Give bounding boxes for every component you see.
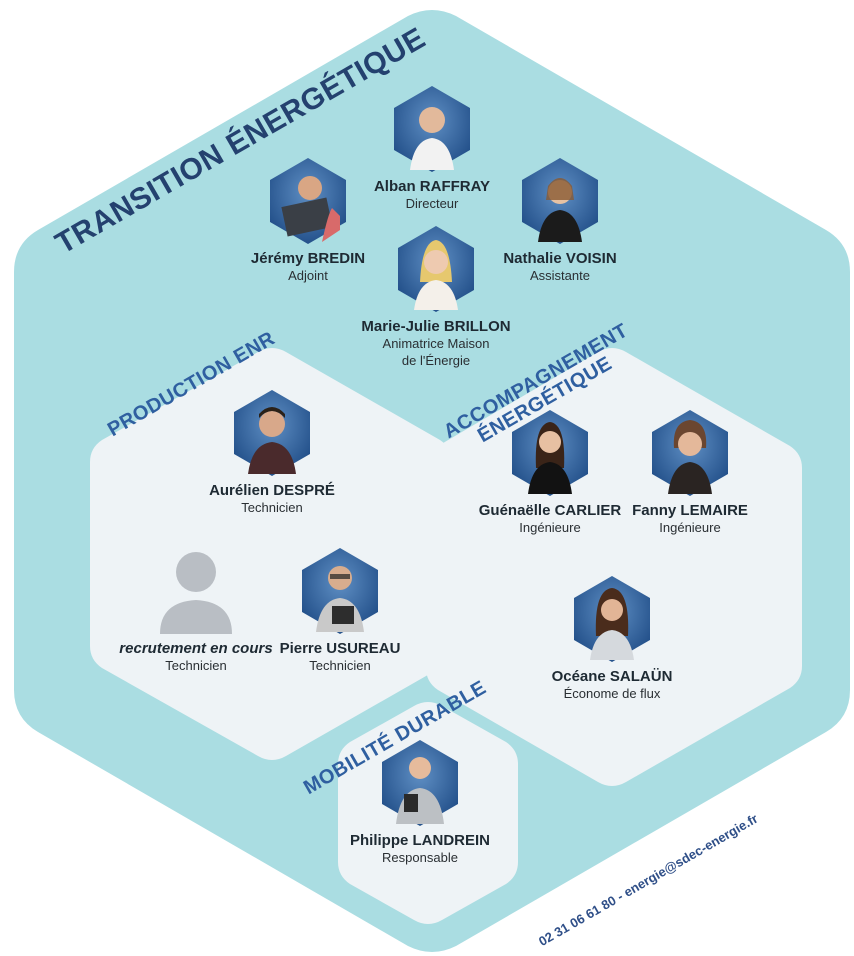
person-role: Responsable	[382, 850, 458, 865]
photo-nathalie	[522, 158, 598, 244]
photo-jeremy	[270, 158, 346, 244]
photo-oceane	[574, 576, 650, 662]
person-role: Adjoint	[288, 268, 328, 283]
person-name: Pierre USUREAU	[279, 640, 401, 657]
person-name: Marie-Julie BRILLON	[361, 318, 511, 335]
person-name: Aurélien DESPRÉ	[209, 482, 335, 499]
photo-pierre	[302, 548, 378, 634]
person-name: Nathalie VOISIN	[503, 250, 617, 267]
photo-guenaelle	[512, 410, 588, 496]
photo-mariejulie	[398, 226, 474, 312]
person-philippe: Philippe LANDREIN Responsable	[320, 738, 520, 866]
person-role: Ingénieure	[659, 520, 721, 535]
production-hexagon	[90, 348, 452, 760]
photo-fanny	[652, 410, 728, 496]
person-role: Assistante	[530, 268, 590, 283]
placeholder-avatar-icon	[160, 552, 232, 634]
person-aurelien: Aurélien DESPRÉ Technicien	[172, 388, 372, 516]
person-name: Fanny LEMAIRE	[632, 502, 748, 519]
person-alban: Alban RAFFRAY Directeur	[332, 84, 532, 212]
person-role: Directeur	[405, 196, 459, 211]
person-role: Technicien	[165, 658, 227, 673]
person-jeremy: Jérémy BREDIN Adjoint	[208, 156, 408, 284]
person-role: Économe de flux	[563, 686, 661, 701]
person-fanny: Fanny LEMAIRE Ingénieure	[590, 408, 790, 536]
photo-aurelien	[234, 390, 310, 476]
person-name: Jérémy BREDIN	[250, 250, 366, 267]
person-role-line1: Animatrice Maison	[382, 336, 490, 351]
person-role: Technicien	[241, 500, 303, 515]
person-name: Alban RAFFRAY	[373, 178, 491, 195]
person-role: Ingénieure	[519, 520, 581, 535]
person-role: Technicien	[309, 658, 371, 673]
person-name: Philippe LANDREIN	[349, 832, 490, 849]
person-guenaelle: Guénaëlle CARLIER Ingénieure	[450, 408, 650, 536]
person-pierre: Pierre USUREAU Technicien	[240, 546, 440, 674]
photo-philippe	[382, 740, 458, 826]
person-role-line2: de l'Énergie	[401, 353, 471, 368]
person-oceane: Océane SALAÜN Économe de flux	[512, 574, 712, 702]
person-mariejulie: Marie-Julie BRILLON Animatrice Maison de…	[336, 224, 536, 369]
photo-alban	[394, 86, 470, 172]
person-nathalie: Nathalie VOISIN Assistante	[460, 156, 660, 284]
person-recrutement: recrutement en cours Technicien	[96, 546, 296, 674]
person-name: Océane SALAÜN	[551, 668, 673, 685]
person-name: recrutement en cours	[119, 640, 273, 657]
person-name: Guénaëlle CARLIER	[478, 502, 622, 519]
